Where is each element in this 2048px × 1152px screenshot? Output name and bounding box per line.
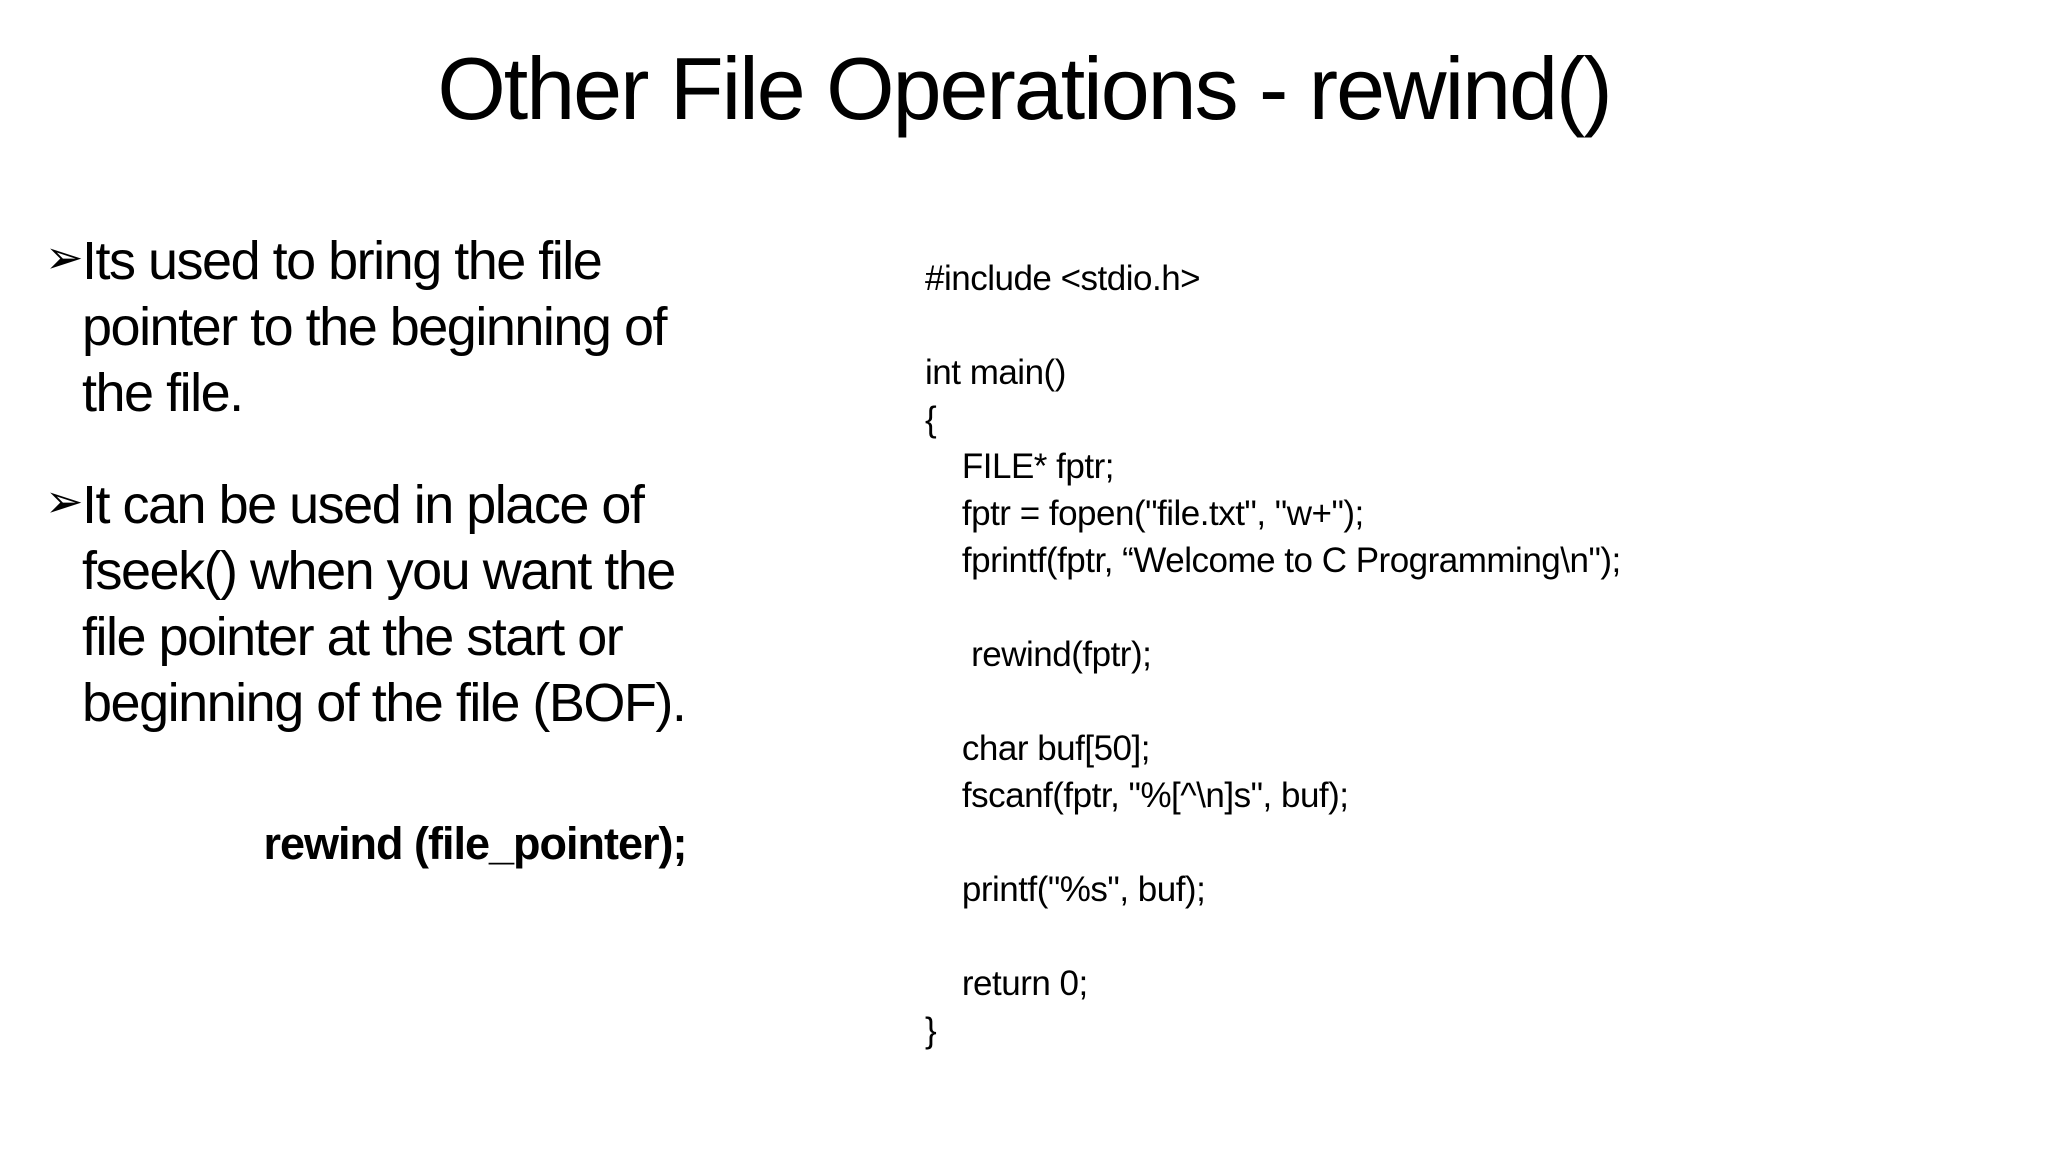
code-line: rewind(fptr); <box>925 635 1152 674</box>
code-block: #include <stdio.h> int main() { FILE* fptr… <box>925 255 1621 1054</box>
arrow-bullet-icon: ➢ <box>45 474 84 528</box>
bullet-text-line: fseek() when you want the <box>82 541 676 601</box>
code-line: int main() <box>925 353 1066 392</box>
code-line: printf("%s", buf); <box>925 870 1206 909</box>
code-line: fprintf(fptr, “Welcome to C Programming\… <box>925 541 1621 580</box>
rewind-syntax: rewind (file_pointer); <box>263 818 687 869</box>
code-line: { <box>925 400 937 439</box>
bullet-text-line: It can be used in place of <box>82 475 645 535</box>
arrow-bullet-icon: ➢ <box>45 230 84 284</box>
code-line <box>925 913 1621 960</box>
code-line: fptr = fopen("file.txt", "w+"); <box>925 494 1364 533</box>
bullet-text-line: pointer to the beginning of <box>82 297 667 357</box>
code-line <box>925 584 1621 631</box>
page-title: Other File Operations - rewind() <box>437 39 1612 138</box>
bullet-text-line: beginning of the file (BOF). <box>82 673 687 733</box>
code-line <box>925 302 1621 349</box>
code-line <box>925 678 1621 725</box>
code-line: FILE* fptr; <box>925 447 1115 486</box>
code-line <box>925 819 1621 866</box>
code-line: } <box>925 1011 937 1050</box>
code-line: fscanf(fptr, "%[^\n]s", buf); <box>925 776 1349 815</box>
bullet-text-line: Its used to bring the file <box>82 231 603 291</box>
code-line: return 0; <box>925 964 1088 1003</box>
code-line: #include <stdio.h> <box>925 259 1201 298</box>
code-line: char buf[50]; <box>925 729 1151 768</box>
bullet-text-line: file pointer at the start or <box>82 607 624 667</box>
bullet-text-line: the file. <box>82 363 244 423</box>
